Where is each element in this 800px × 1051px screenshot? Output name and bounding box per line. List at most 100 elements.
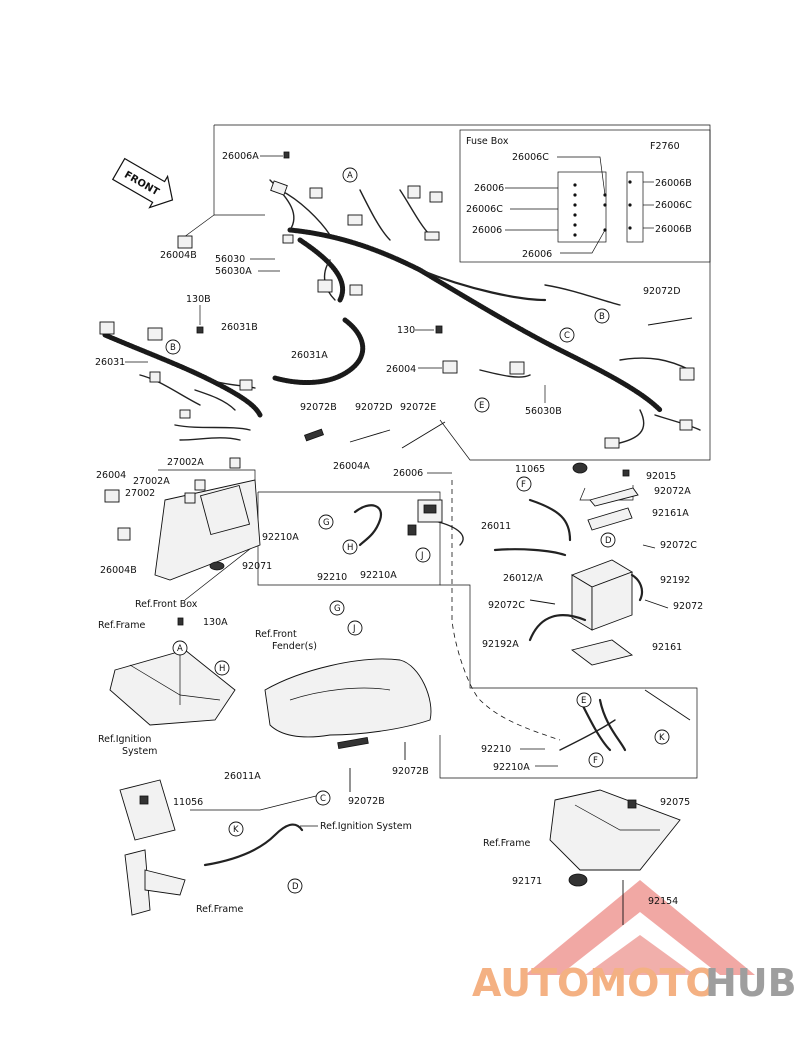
label-26004-top: 26004 (386, 364, 416, 375)
harness-26031A: 26031A 92072B 92072D 92072E (272, 317, 446, 449)
label-26004-left: 26004 (96, 470, 126, 481)
label-26031B: 26031B (221, 322, 258, 333)
ref-front-fender: Ref.Front (255, 629, 297, 640)
watermark-logo (525, 880, 755, 975)
callout-D-ign: D (287, 878, 303, 894)
label-26004B-left: 26004B (100, 565, 137, 576)
label-27002A-2: 27002A (133, 476, 170, 487)
main-wiring-harness (269, 179, 701, 449)
label-56030B: 56030B (525, 406, 562, 417)
ref-ignition-2: System (122, 746, 157, 757)
label-92210: 92210 (317, 572, 347, 583)
front-fender-section: Ref.Front Fender(s) 92072B 92072B 92210 … (255, 629, 558, 807)
svg-text:G: G (323, 518, 330, 528)
label-92072E: 92072E (400, 402, 436, 413)
label-130: 130 (397, 325, 415, 336)
label-26011: 26011 (481, 521, 511, 532)
label-92072B-top: 92072B (300, 402, 337, 413)
label-92015: 92015 (646, 471, 676, 482)
callout-H-frame: H (214, 660, 230, 676)
label-26006A: 26006A (222, 151, 259, 162)
fuse-label-l4: 26006 (472, 225, 502, 236)
label-92210A-low: 92210A (493, 762, 530, 773)
frame-section: Ref.Frame 130A (98, 617, 236, 726)
svg-text:A: A (347, 171, 353, 181)
ref-front-box: Ref.Front Box (135, 599, 198, 610)
label-92192: 92192 (660, 575, 690, 586)
callout-K-ign: K (228, 821, 244, 837)
callout-A-top: A (342, 167, 358, 183)
label-92072: 92072 (673, 601, 703, 612)
label-27002A: 27002A (167, 457, 204, 468)
label-26011A: 26011A (224, 771, 261, 782)
label-27002: 27002 (125, 488, 155, 499)
watermark-brand-a: AUTOMOTO (472, 961, 718, 1005)
label-92210A-1: 92210A (262, 532, 299, 543)
callout-H-mid: H (342, 539, 358, 555)
callout-G-mid: G (318, 514, 334, 530)
ignition-section: Ref.Ignition System 11056 Ref.Frame 2601… (98, 734, 412, 916)
label-92072C-r: 92072C (660, 540, 697, 551)
svg-text:J: J (352, 624, 356, 634)
label-56030: 56030 (215, 254, 245, 265)
svg-text:K: K (233, 825, 239, 835)
callout-D-bat: D (600, 532, 616, 548)
label-92171: 92171 (512, 876, 542, 887)
label-130B: 130B (186, 294, 211, 305)
fuse-label-r1: 26006B (655, 178, 692, 189)
callout-K-tray: K (654, 729, 670, 745)
svg-text:F: F (593, 756, 598, 766)
callout-B-top: B (594, 308, 610, 324)
ref-frame-2: Ref.Frame (196, 904, 243, 915)
label-92072D-mid: 92072D (355, 402, 393, 413)
label-26004A: 26004A (333, 461, 370, 472)
svg-text:J: J (420, 551, 424, 561)
callout-markers: A B C B E F G H J D A H G J E F K C K D (165, 167, 670, 894)
svg-text:H: H (347, 543, 353, 553)
harness-26031: 26031 (95, 321, 263, 441)
svg-text:D: D (605, 536, 612, 546)
label-92161: 92161 (652, 642, 682, 653)
fuse-label-l1: 26006C (512, 152, 549, 163)
callout-E-tray: E (576, 692, 592, 708)
callout-J-fender: J (347, 620, 363, 636)
diagram-code: F2760 (650, 141, 680, 152)
fuse-label-l5: 26006 (522, 249, 552, 260)
label-92072C-l: 92072C (488, 600, 525, 611)
label-11065: 11065 (515, 464, 545, 475)
callout-C-top: C (559, 327, 575, 343)
label-26004B-top: 26004B (160, 250, 197, 261)
svg-text:E: E (479, 401, 484, 411)
label-56030A: 56030A (215, 266, 252, 277)
label-92210A-2: 92210A (360, 570, 397, 581)
label-92072B-mid: 92072B (392, 766, 429, 777)
svg-text:H: H (219, 664, 225, 674)
label-92072A: 92072A (654, 486, 691, 497)
svg-text:B: B (170, 343, 176, 353)
callout-C-ign: C (315, 790, 331, 806)
label-92161A: 92161A (652, 508, 689, 519)
svg-text:C: C (320, 794, 326, 804)
svg-text:K: K (659, 733, 665, 743)
callout-B-left: B (165, 339, 181, 355)
watermark-brand-b: HUB (705, 961, 797, 1005)
callout-F-tray: F (588, 752, 604, 768)
label-26012A: 26012/A (503, 573, 543, 584)
ref-front-fender-2: Fender(s) (272, 641, 317, 652)
fuse-box-detail: Fuse Box F2760 26006C 26006 26006C 26006… (466, 136, 692, 260)
fuse-label-r2: 26006C (655, 200, 692, 211)
svg-text:A: A (177, 644, 183, 654)
label-92072B-low: 92072B (348, 796, 385, 807)
svg-text:G: G (334, 604, 341, 614)
label-92075: 92075 (660, 797, 690, 808)
callout-J-mid: J (415, 547, 431, 563)
harness-26004A: 26004A 26006 92210A 92210 92210A (262, 461, 561, 741)
front-box-relays: 27002A 26004 27002A 27002 26004B 92071 R… (96, 457, 272, 610)
label-92210-low: 92210 (481, 744, 511, 755)
battery-section: 11065 92015 92072A 26011 92161A 92072C 2… (481, 462, 703, 666)
callout-E-top: E (474, 397, 490, 413)
label-130A: 130A (203, 617, 228, 628)
label-92192A: 92192A (482, 639, 519, 650)
